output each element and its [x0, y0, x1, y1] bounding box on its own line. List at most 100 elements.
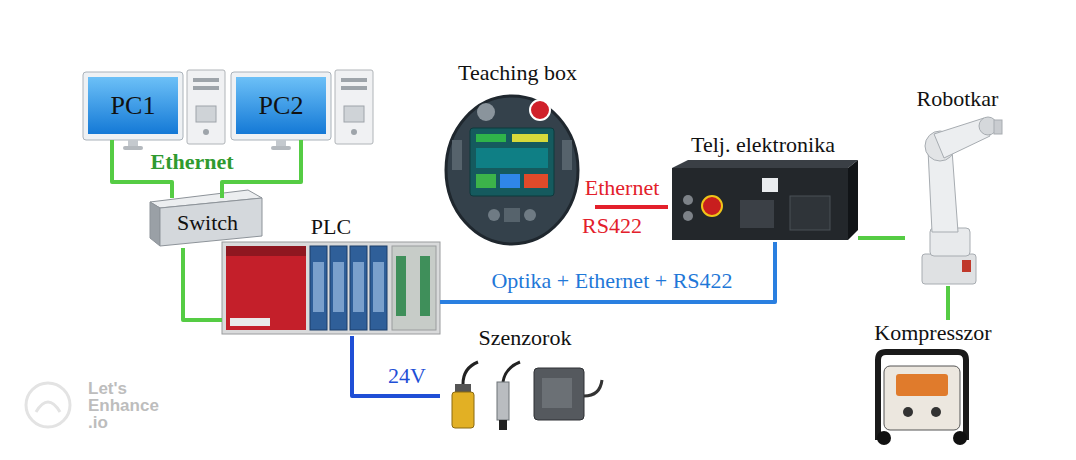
wheel	[953, 431, 967, 445]
io-strip	[313, 262, 324, 312]
watermark-arc	[36, 402, 60, 412]
io-strip	[353, 262, 364, 312]
compressor-panel	[896, 374, 948, 396]
sensor-group: Szenzorok	[440, 325, 610, 435]
controller-cabinet	[672, 160, 858, 240]
cabinet-side	[848, 160, 858, 240]
power-button	[351, 129, 357, 135]
cable-label: Ethernet	[150, 150, 233, 174]
teaching-pendant: Teaching box	[440, 60, 595, 250]
cabinet-front	[672, 168, 848, 240]
io-strip	[333, 262, 344, 312]
watermark-icon	[26, 383, 70, 427]
compressor: Kompresszor	[852, 320, 1014, 442]
tool-flange	[994, 120, 1002, 134]
switch-side	[150, 202, 160, 246]
compressor-figure	[877, 352, 967, 445]
module-top	[226, 246, 306, 256]
terminal-block	[396, 256, 406, 316]
compressor-body	[884, 366, 960, 430]
monitor-screen	[236, 77, 326, 134]
watermark-text: Let's Enhance .io	[88, 380, 172, 431]
connector	[683, 195, 693, 205]
pendant-screen	[470, 128, 554, 196]
power-module	[226, 246, 306, 330]
screen-key	[476, 174, 496, 188]
cable-line	[183, 248, 222, 320]
robot-arm-figure	[922, 117, 1002, 284]
switch-device	[150, 190, 262, 246]
power-button	[203, 129, 209, 135]
name-plate	[230, 318, 270, 326]
sensor-cable	[584, 380, 602, 396]
io-module	[350, 246, 367, 330]
drive-slot	[341, 78, 367, 82]
sensor-cable	[463, 362, 478, 384]
sensor-figures	[452, 362, 602, 430]
sensor-body	[497, 382, 509, 420]
gauge	[903, 407, 913, 417]
drive-slot	[341, 86, 367, 90]
node-label: Robotkar	[917, 86, 999, 111]
pendant-button	[504, 208, 520, 222]
emergency-stop	[702, 196, 722, 216]
cable-line	[946, 286, 950, 320]
network-switch: Switch	[150, 198, 265, 248]
sensor-face	[542, 378, 572, 408]
io-module	[310, 246, 327, 330]
monitor-screen	[88, 77, 178, 134]
gauge	[931, 407, 941, 417]
node-label: Szenzorok	[479, 325, 572, 350]
screen-bar	[512, 134, 548, 142]
monitor-stand	[128, 140, 138, 146]
monitor-stand	[276, 140, 286, 146]
vent-panel	[740, 200, 774, 228]
node-label: Kompresszor	[874, 320, 991, 345]
io-module	[330, 246, 347, 330]
cable-line	[222, 140, 301, 198]
terminal-module	[392, 246, 436, 330]
side-grip	[452, 140, 462, 170]
tower-panel	[196, 106, 216, 122]
lower-arm	[928, 150, 958, 232]
drive-slot	[193, 86, 219, 90]
sensor-body	[452, 392, 474, 428]
screen-bar	[476, 134, 506, 142]
drive-slot	[193, 78, 219, 82]
monitor-frame	[83, 72, 183, 140]
handle-frame	[878, 352, 966, 440]
wheel	[877, 431, 891, 445]
switch-front	[160, 198, 262, 246]
monitor-frame	[231, 72, 331, 140]
node-label: PC2	[259, 91, 304, 121]
signal-label: RS422	[582, 214, 642, 238]
node-label: PLC	[311, 214, 351, 239]
plc-unit: PLC	[222, 214, 440, 336]
robot-arm: Robotkar	[905, 86, 1010, 286]
pc-one	[83, 70, 225, 150]
cable-label: Optika + Ethernet + RS422	[491, 269, 732, 293]
cable-line	[352, 336, 440, 396]
robot-base	[922, 254, 976, 284]
node-label: PC1	[111, 91, 156, 121]
vent-panel	[790, 196, 830, 230]
emergency-stop	[530, 100, 550, 120]
monitor-base	[271, 146, 291, 150]
cabinet-top	[672, 160, 858, 168]
pendant-body	[446, 96, 578, 244]
pc-tower	[187, 70, 225, 144]
key-switch	[477, 103, 495, 121]
teach-pendant	[446, 96, 578, 244]
side-grip	[562, 140, 572, 170]
screen-key	[500, 174, 520, 188]
node-label: Teaching box	[458, 60, 577, 85]
sensor-tip	[499, 420, 507, 430]
base-tag	[962, 260, 971, 272]
pendant-button	[488, 209, 500, 221]
cable-label: 24V	[388, 364, 426, 388]
cable-label: Ethernet	[585, 176, 660, 200]
terminal-block	[420, 256, 430, 316]
node-label: Telj. elektronika	[691, 132, 835, 157]
status-window	[762, 178, 778, 192]
screen-key	[524, 174, 548, 188]
